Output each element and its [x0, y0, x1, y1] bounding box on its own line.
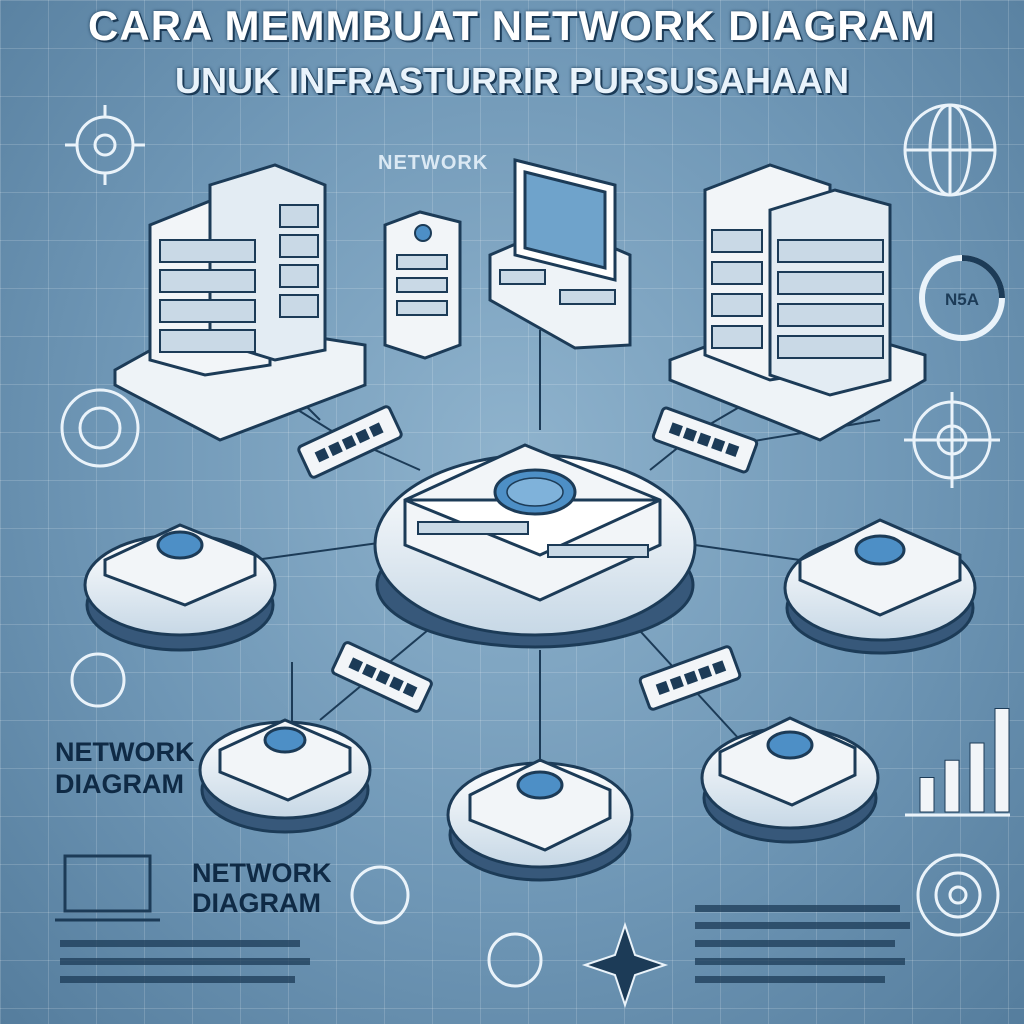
- network-node-bottom-right: [700, 716, 880, 844]
- network-node-right: [783, 518, 977, 655]
- tower-server: [383, 210, 462, 360]
- network-diagram-label-bottom: NETWORK DIAGRAM: [192, 858, 331, 918]
- bottom-label-line1: NETWORK: [192, 858, 332, 888]
- network-node-bottom: [446, 758, 634, 882]
- bar-chart-bar: [944, 759, 960, 813]
- compass-icon: [904, 392, 1000, 488]
- left-label-line1: NETWORK: [55, 737, 195, 767]
- star-compass-icon: [581, 921, 669, 1009]
- badge-label: N5A: [945, 290, 979, 309]
- bottom-label-line2: DIAGRAM: [192, 888, 321, 918]
- gear-icon: [65, 105, 145, 185]
- cable-connectors: [297, 405, 759, 713]
- target-icon: [60, 388, 140, 468]
- network-node-bottom-left: [198, 662, 372, 834]
- workstation-monitor: [488, 158, 632, 350]
- main-title: CARA MEMMBUAT NETWORK DIAGRAM: [88, 2, 936, 49]
- cloud-icon: [70, 652, 543, 988]
- network-label-top: NETWORK: [378, 152, 489, 174]
- bar-chart-bar: [919, 777, 935, 813]
- network-node-left: [83, 523, 277, 652]
- badge-icon: N5A: [919, 255, 1005, 341]
- globe-icon: [903, 103, 997, 197]
- server-rack-left: [113, 163, 367, 442]
- target-icon-bottom-right: [916, 853, 1000, 937]
- decorative-text-lines: [60, 905, 910, 983]
- laptop-icon: [55, 854, 160, 922]
- left-label-line2: DIAGRAM: [55, 769, 184, 799]
- bar-chart-bar: [994, 708, 1010, 813]
- server-rack-right: [668, 163, 927, 442]
- main-subtitle: UNUK INFRASTURRIR PURSUSAHAAN: [175, 60, 849, 101]
- network-diagram-label-left: NETWORK DIAGRAM: [55, 736, 194, 800]
- bar-chart-graphic: [905, 708, 1010, 817]
- bar-chart-bar: [969, 742, 985, 813]
- central-router: [373, 443, 697, 649]
